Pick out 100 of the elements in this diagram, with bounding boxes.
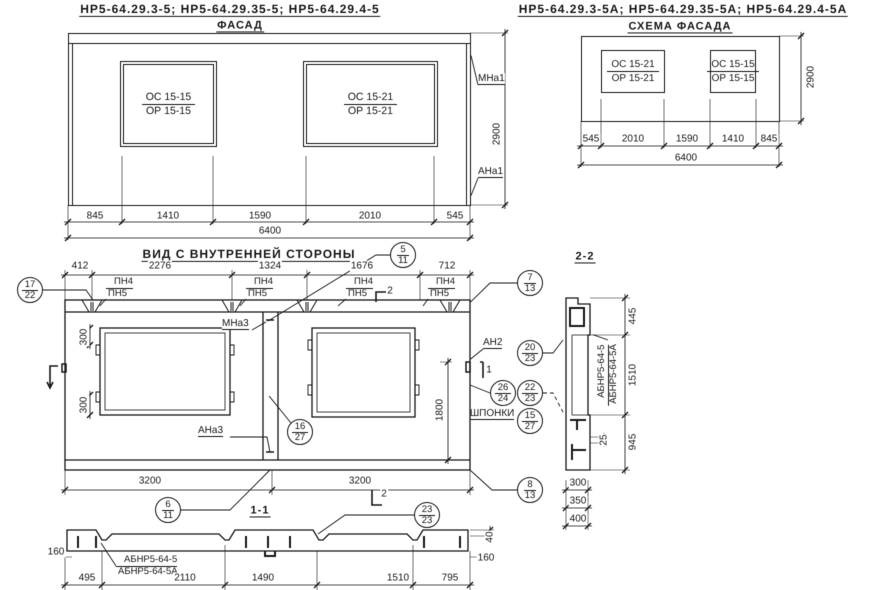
window-mark: ОС 15-15 (707, 58, 759, 72)
callout-number: 20 (522, 342, 538, 354)
drawing-title: НР5-64.29.3-5А; НР5-64.29.35-5А; НР5-64.29.4-5А (518, 2, 848, 18)
leader-text: АНа3 (198, 425, 224, 437)
dimension-value: 160 (476, 552, 496, 564)
dimension-value: 1410 (720, 134, 746, 144)
leader-text: АБНР5-64-5 (597, 344, 608, 406)
dimension-value: 1590 (248, 210, 272, 222)
dimension-value: 6400 (258, 226, 282, 236)
leader-line (252, 321, 266, 330)
callout-circle (517, 340, 543, 366)
dimension-value: 545 (446, 210, 464, 222)
dimension-value: 2 (386, 286, 394, 296)
dimension-value: 845 (86, 210, 104, 222)
leader-line (542, 392, 564, 413)
callout-number: 22 (522, 382, 538, 394)
leader-text: ПН4 (246, 277, 273, 288)
leader-line (470, 282, 518, 303)
callout-circle (414, 502, 440, 528)
dimension-value: 845 (760, 134, 778, 144)
leader-text: МНа1 (478, 73, 505, 85)
leader-line (338, 298, 346, 306)
drawing-title: ФАСАД (216, 19, 264, 33)
dimension-value: 412 (70, 260, 90, 272)
callout-number: 7 (524, 272, 536, 284)
callout-number: 27 (294, 432, 306, 442)
leader-text: МНа3 (222, 318, 249, 330)
leader-text: АБНР5-64-5А (608, 344, 619, 406)
drawing-title: 1-1 (250, 504, 270, 518)
window-mark: ОР 15-21 (610, 72, 656, 85)
drawing-title: НР5-64.29.3-5; НР5-64.29.35-5; НР5-64.29.4-5 (79, 2, 381, 18)
dimension-value: 2010 (358, 210, 382, 222)
callout-number: 8 (524, 480, 536, 490)
callout-number: 13 (524, 284, 536, 294)
leader-text: ПН4 (106, 277, 133, 288)
dimension-value: 1510 (628, 362, 638, 388)
dimension-value: 300 (78, 328, 90, 346)
dimension-value: 300 (78, 396, 90, 414)
dimension-value: 2276 (148, 260, 172, 272)
window-opening (710, 50, 756, 93)
dimension-value: 1676 (350, 260, 374, 272)
dimension-value: 1510 (386, 572, 410, 584)
callout-circle (287, 419, 313, 445)
window-opening (120, 61, 217, 147)
leader-text: ПН5 (106, 288, 127, 299)
dimension-value: 1 (485, 364, 493, 376)
dimension-value: 350 (568, 496, 588, 506)
callout-number: 24 (496, 394, 510, 404)
callout-circle (517, 408, 543, 434)
callout-number: 22 (24, 290, 36, 300)
dimension-value: 160 (46, 546, 66, 558)
leader-line (268, 396, 292, 424)
wall-panel-outline (581, 36, 780, 122)
leader-line (470, 55, 478, 86)
callout-number: 5 (397, 244, 409, 256)
leader-line (100, 542, 116, 566)
dimension-value: 795 (440, 572, 460, 584)
callout-number: 16 (292, 422, 308, 432)
leader-line (180, 470, 270, 510)
callout-number: 23 (524, 394, 536, 404)
callout-circle (490, 380, 516, 406)
callout-circle (155, 497, 181, 523)
dimension-value: 2110 (173, 572, 197, 584)
window-opening (601, 50, 665, 93)
leader-line (422, 298, 428, 306)
window-mark: ОР 15-15 (145, 104, 192, 118)
dimension-value: 712 (438, 260, 456, 272)
dimension-value: 300 (568, 478, 588, 488)
dimension-value: 1324 (258, 260, 282, 272)
dimension-value: 945 (628, 432, 638, 452)
dimension-value: 40 (484, 530, 496, 544)
callout-circle (517, 380, 543, 406)
callout-number: 13 (524, 490, 536, 500)
callout-circle (517, 270, 543, 296)
callout-number: 6 (162, 500, 174, 510)
leader-text: ПН4 (346, 277, 373, 288)
window-opening (303, 61, 438, 147)
window-mark: ОС 15-15 (142, 90, 196, 104)
dimension-value: 6400 (674, 152, 698, 164)
callout-number: 27 (524, 422, 536, 432)
leader-text: ПН4 (428, 277, 455, 288)
leader-line (470, 348, 484, 360)
callout-number: 11 (162, 510, 174, 520)
drawing-title: СХЕМА ФАСАДА (628, 20, 732, 34)
callout-circle (17, 277, 43, 303)
leader-line (592, 334, 608, 340)
callout-number: 11 (397, 256, 409, 266)
dimension-value: 445 (628, 306, 638, 326)
drawing-title: ВИД С ВНУТРЕННЕЙ СТОРОНЫ (142, 248, 356, 262)
dimension-value: 3200 (138, 476, 162, 486)
window-mark: ОР 15-21 (347, 104, 394, 118)
dimension-value: 2010 (620, 134, 646, 144)
callout-number: 23 (420, 516, 434, 526)
leader-line (230, 436, 270, 452)
leader-line (42, 290, 94, 300)
dimension-value: 2 (380, 488, 388, 500)
leader-line (240, 298, 246, 306)
leader-line (318, 514, 414, 534)
dimension-value: 1410 (156, 210, 180, 222)
leader-text: АБНР5-64-5 (116, 555, 178, 566)
